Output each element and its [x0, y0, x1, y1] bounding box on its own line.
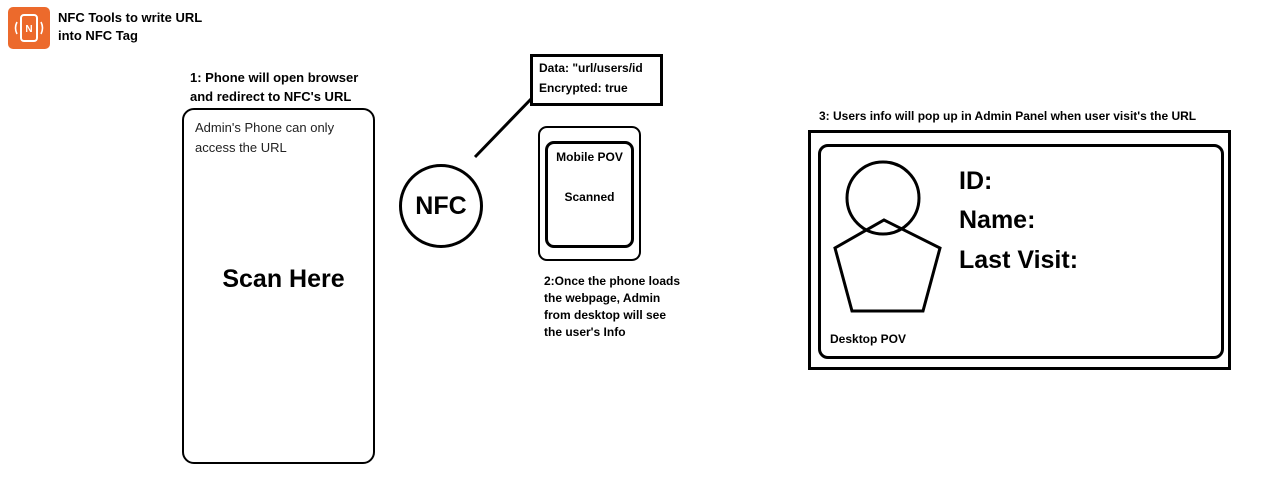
admin-panel-card — [818, 144, 1224, 359]
step2-caption: 2:Once the phone loads the webpage, Admi… — [544, 274, 681, 339]
admin-phone-frame — [182, 108, 375, 464]
field-name: Name: — [959, 206, 1036, 234]
scan-here-label: Scan Here — [222, 265, 345, 293]
nfc-data-box — [530, 54, 663, 106]
field-id: ID: — [959, 167, 993, 195]
nfc-circle: NFC — [399, 164, 483, 248]
mobile-pov-screen — [545, 141, 634, 248]
nfc-phone-icon: N — [14, 14, 44, 42]
nfc-data-text: Data: "url/users/id Encrypted: true — [539, 61, 643, 95]
phone-note: Admin's Phone can only access the URL — [195, 120, 335, 155]
desktop-pov-frame — [808, 130, 1231, 370]
user-avatar-icon — [833, 160, 942, 313]
nfc-label: NFC — [415, 191, 467, 220]
step1-caption: 1: Phone will open browser and redirect … — [190, 70, 359, 104]
mobile-pov-title: Mobile POV — [556, 150, 623, 164]
app-title: NFC Tools to write URL into NFC Tag — [58, 10, 203, 43]
step3-caption: 3: Users info will pop up in Admin Panel… — [819, 109, 1197, 123]
nfc-app-icon: N — [8, 7, 50, 49]
mobile-pov-status: Scanned — [564, 190, 615, 204]
mobile-pov-frame — [538, 126, 641, 261]
svg-text:N: N — [25, 24, 32, 35]
field-last-visit: Last Visit: — [959, 246, 1079, 274]
desktop-pov-label: Desktop POV — [830, 332, 907, 346]
